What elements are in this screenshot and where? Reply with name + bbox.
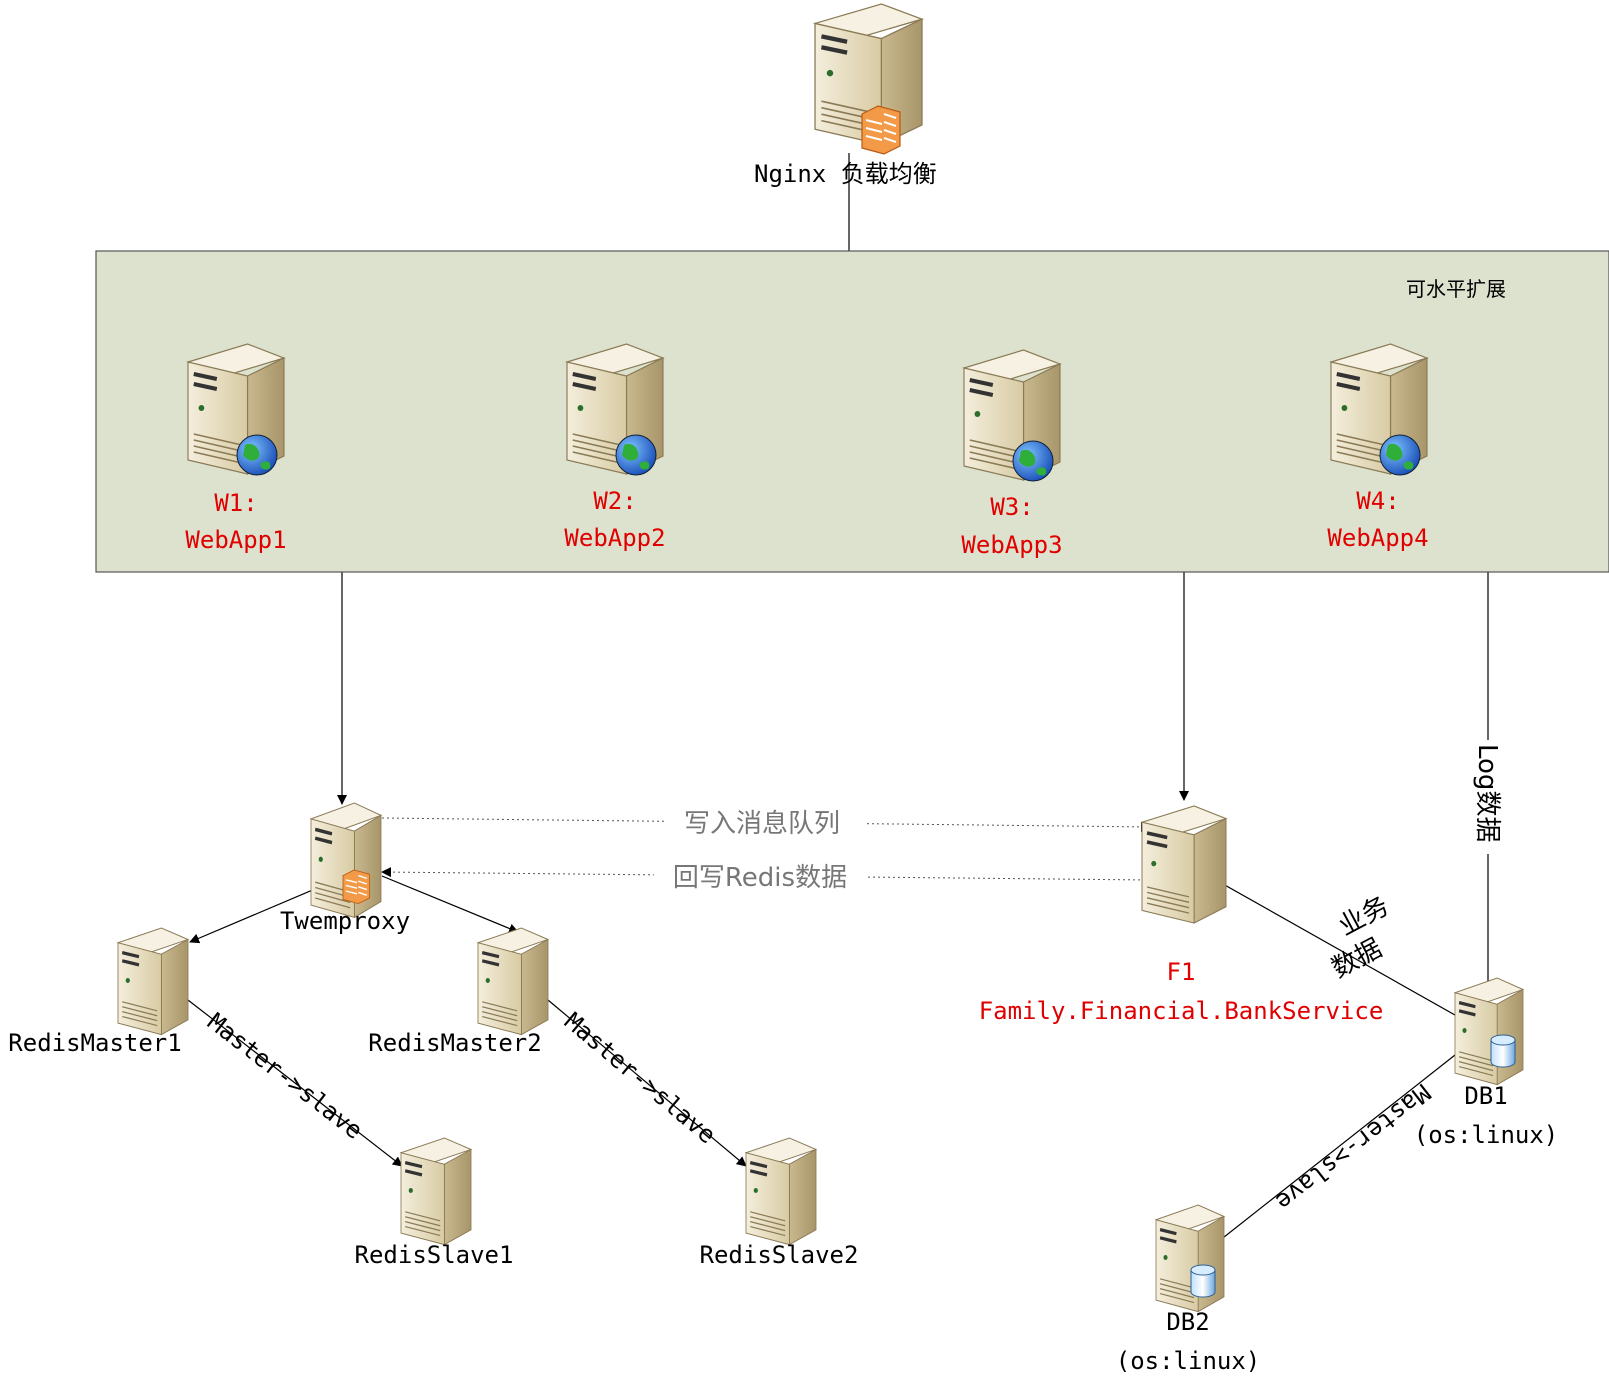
redis-slave-1-node[interactable]: RedisSlave1 [355, 1136, 514, 1269]
log-data-label: Log数据 [1472, 744, 1502, 842]
webapp-node-1[interactable]: W1: WebApp1 [185, 342, 287, 554]
globe-icon [1379, 434, 1421, 476]
globe-icon [1012, 440, 1054, 482]
webapp-name-label: WebApp4 [1327, 524, 1428, 552]
db1-name-label: DB1 [1464, 1082, 1507, 1110]
db-replication-label: Master->slave [1270, 1078, 1435, 1216]
globe-icon [236, 434, 278, 476]
webapp-name-label: WebApp2 [564, 524, 665, 552]
server-icon [1453, 976, 1525, 1087]
db1-node[interactable]: DB1 (os:linux) [1414, 976, 1559, 1149]
webapp-id-label: W2: [593, 487, 636, 515]
server-icon [116, 926, 190, 1037]
edge-master1-slave1 [187, 999, 403, 1167]
nginx-label: Nginx 负载均衡 [754, 160, 937, 188]
edge-write-queue [381, 817, 1151, 832]
server-icon [1154, 1203, 1226, 1314]
edge-write-back-redis [381, 867, 1151, 881]
webapp-id-label: W4: [1356, 487, 1399, 515]
firewall-badge-icon [861, 105, 901, 155]
business-data-label-1: 业务 [1334, 891, 1394, 942]
firewall-badge-icon [342, 869, 371, 905]
redis-replication-label-1: Master->slave [202, 1008, 368, 1145]
webapp-node-2[interactable]: W2: WebApp2 [564, 342, 666, 552]
write-back-redis-label: 回写Redis数据 [673, 863, 847, 893]
redis-slave-2-node[interactable]: RedisSlave2 [700, 1136, 859, 1269]
f1-node[interactable]: F1 Family.Financial.BankService [979, 804, 1384, 1025]
server-icon [1140, 804, 1228, 925]
webapp-id-label: W1: [214, 489, 257, 517]
webapp-name-label: WebApp3 [961, 531, 1062, 559]
twemproxy-label: Twemproxy [280, 907, 410, 935]
redis-replication-label-2: Master->slave [559, 1007, 721, 1149]
edges [187, 153, 1493, 1257]
edge-db1-db2 [1199, 1054, 1456, 1257]
database-icon [1490, 1034, 1516, 1068]
database-icon [1190, 1264, 1216, 1298]
webapp-node-4[interactable]: W4: WebApp4 [1327, 342, 1429, 552]
redis-slave-1-label: RedisSlave1 [355, 1241, 514, 1269]
redis-master-1-label: RedisMaster1 [8, 1029, 181, 1057]
edge-twemproxy-master1 [189, 885, 323, 944]
edge-f1-db1 [1183, 861, 1479, 1029]
f1-name-label: Family.Financial.BankService [979, 997, 1384, 1025]
webapp-name-label: WebApp1 [185, 526, 286, 554]
redis-master-2-label: RedisMaster2 [368, 1029, 541, 1057]
edge-labels: 写入消息队列 回写Redis数据 Log数据 业务 数据 Master->sla… [202, 740, 1504, 1216]
db2-node[interactable]: DB2 (os:linux) [1116, 1203, 1261, 1375]
db1-os-label: (os:linux) [1414, 1121, 1559, 1149]
webapp-node-3[interactable]: W3: WebApp3 [961, 348, 1063, 559]
cluster-label: 可水平扩展 [1406, 277, 1506, 301]
redis-slave-2-label: RedisSlave2 [700, 1241, 859, 1269]
db2-name-label: DB2 [1166, 1308, 1209, 1336]
edge-master2-slave2 [547, 999, 747, 1167]
write-queue-label: 写入消息队列 [684, 809, 840, 839]
redis-master-2-node[interactable]: RedisMaster2 [368, 926, 550, 1057]
db2-os-label: (os:linux) [1116, 1347, 1261, 1375]
server-icon [744, 1136, 818, 1247]
f1-id-label: F1 [1167, 958, 1196, 986]
redis-master-1-node[interactable]: RedisMaster1 [8, 926, 190, 1057]
server-icon [399, 1136, 473, 1247]
business-data-label-2: 数据 [1327, 933, 1387, 984]
twemproxy-node[interactable]: Twemproxy [280, 801, 410, 935]
nginx-node[interactable]: Nginx 负载均衡 [754, 4, 937, 188]
webapp-id-label: W3: [990, 493, 1033, 521]
edge-twemproxy-master2 [381, 875, 519, 934]
server-icon [476, 926, 550, 1037]
globe-icon [615, 434, 657, 476]
